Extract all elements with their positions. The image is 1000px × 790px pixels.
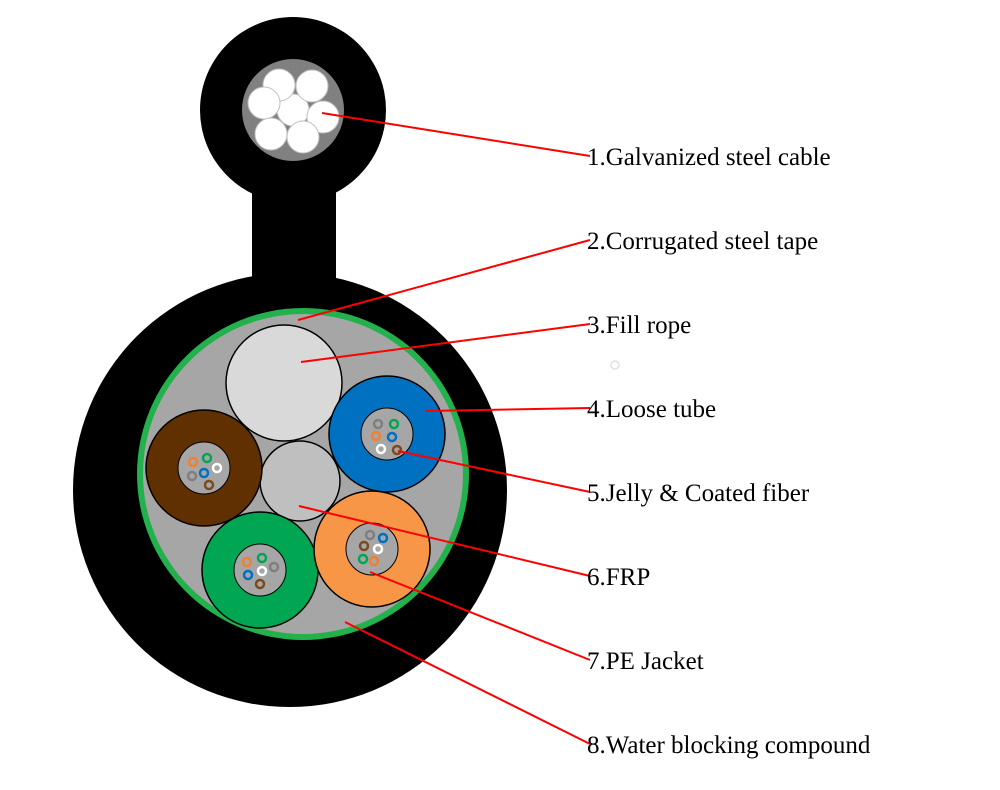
leader-line-1 bbox=[321, 112, 591, 157]
leader-lines bbox=[297, 112, 591, 745]
stray-ring bbox=[610, 360, 620, 370]
leader-line-6 bbox=[298, 505, 591, 577]
leader-line-4 bbox=[425, 407, 591, 412]
leader-line-8 bbox=[344, 621, 591, 745]
loose-tube-green bbox=[201, 511, 319, 629]
leader-line-7 bbox=[369, 571, 591, 661]
label-fill-rope: 3.Fill rope bbox=[587, 312, 691, 339]
label-galvanized-steel-cable: 1.Galvanized steel cable bbox=[587, 144, 831, 171]
steel-wire bbox=[286, 120, 320, 154]
frp bbox=[259, 440, 341, 522]
steel-wire bbox=[254, 117, 288, 151]
messenger-neck bbox=[252, 180, 336, 290]
loose-tube-brown bbox=[145, 409, 263, 527]
leader-line-3 bbox=[300, 323, 591, 363]
label-corrugated-steel-tape: 2.Corrugated steel tape bbox=[587, 228, 818, 255]
labels: 1.Galvanized steel cable 2.Corrugated st… bbox=[587, 144, 871, 759]
steel-wire bbox=[306, 100, 340, 134]
steel-wire bbox=[247, 86, 281, 120]
steel-wire bbox=[295, 69, 329, 103]
galvanized-steel-wires bbox=[247, 68, 340, 154]
loose-tube-blue bbox=[328, 375, 446, 493]
leader-line-2 bbox=[297, 239, 591, 321]
label-jelly-coated-fiber: 5.Jelly & Coated fiber bbox=[587, 480, 810, 507]
fill-rope bbox=[225, 324, 343, 442]
label-pe-jacket: 7.PE Jacket bbox=[587, 648, 704, 675]
label-loose-tube: 4.Loose tube bbox=[587, 396, 716, 423]
label-frp: 6.FRP bbox=[587, 564, 650, 591]
loose-tube-orange bbox=[313, 490, 431, 608]
leader-line-5 bbox=[397, 450, 591, 493]
label-water-blocking-compound: 8.Water blocking compound bbox=[587, 732, 871, 759]
